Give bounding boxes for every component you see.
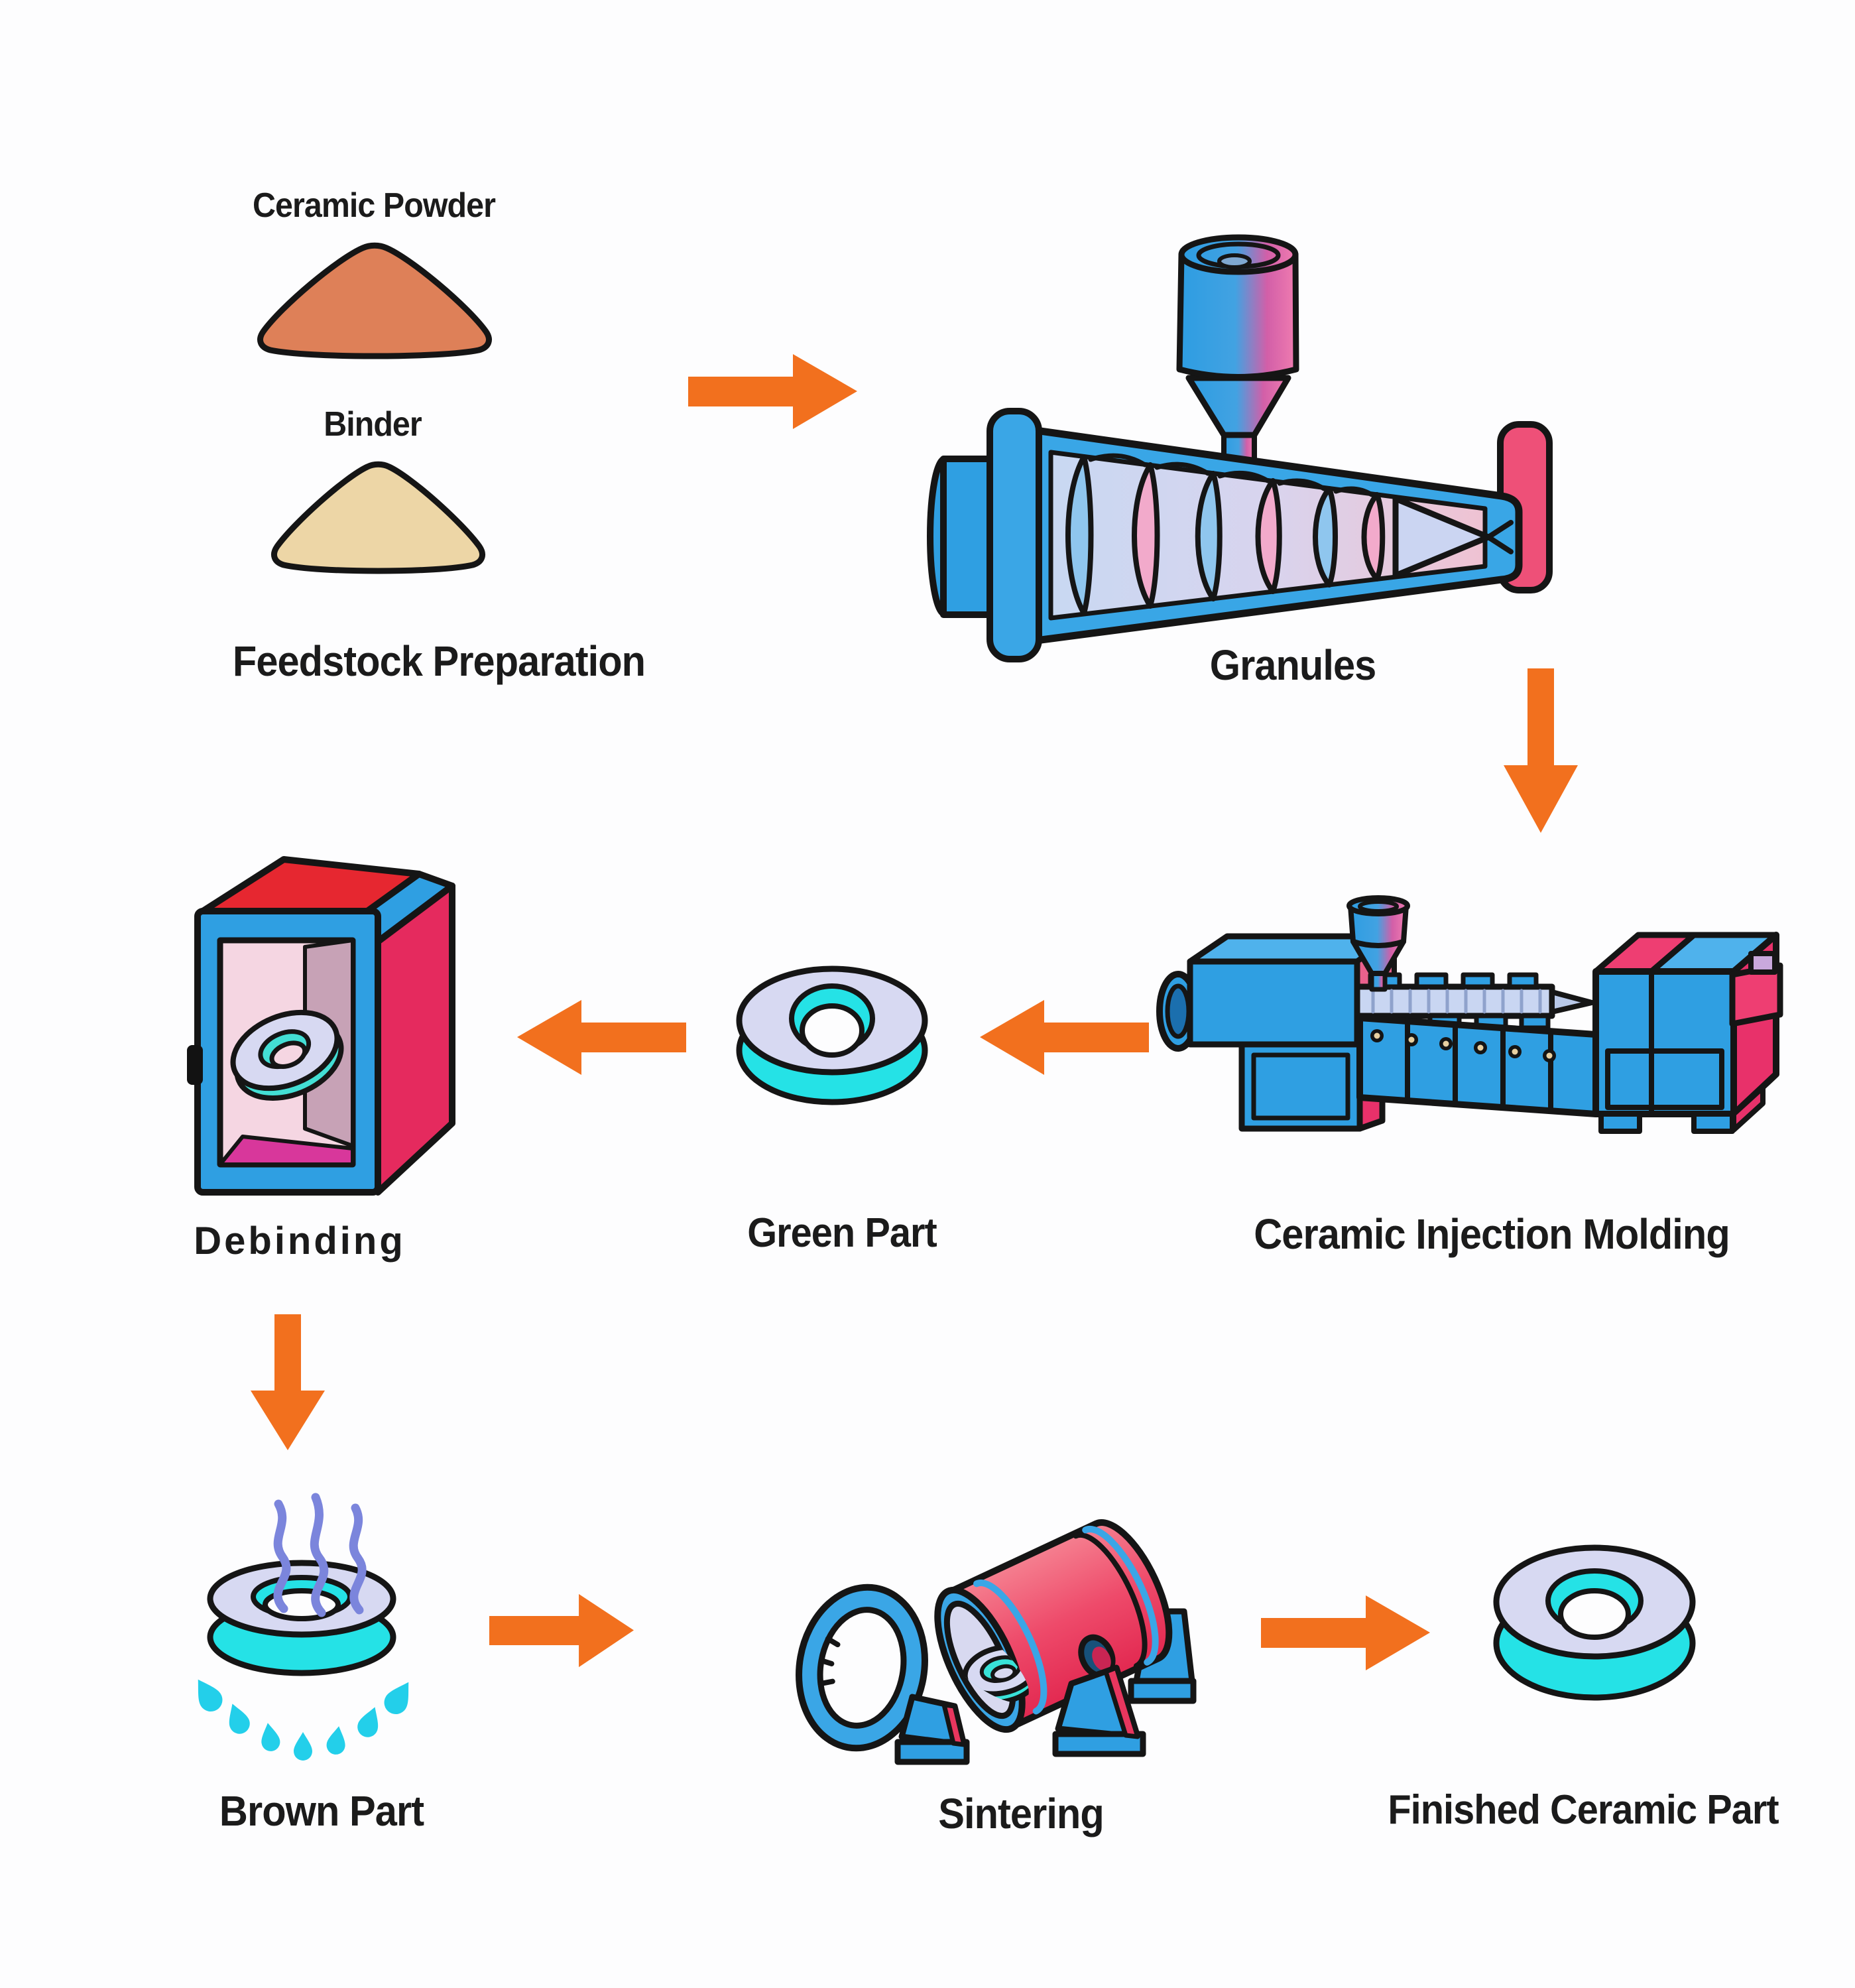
label-finished-ceramic-part: Finished Ceramic Part: [1388, 1787, 1779, 1833]
powder-pile-icon: [249, 237, 501, 360]
sintering-kiln-icon: [761, 1487, 1197, 1769]
machine-base: [1356, 1015, 1599, 1117]
molding-hopper: [1346, 895, 1410, 992]
binder-pile-icon: [264, 455, 493, 578]
clamping-unit: [1592, 932, 1783, 1134]
arrow-granules-to-molding-icon: [1504, 668, 1578, 833]
label-feedstock-preparation: Feedstock Preparation: [232, 637, 646, 685]
kiln-front-legs: [894, 1664, 1146, 1765]
arrow-feedstock-to-granules-icon: [688, 350, 857, 433]
extruder-machine-icon: [927, 233, 1555, 662]
arrow-debinding-to-brown-part-icon: [251, 1314, 325, 1450]
steam-icon: [273, 1493, 367, 1617]
label-ceramic-powder: Ceramic Powder: [253, 186, 496, 225]
arrow-molding-to-green-part-icon: [980, 996, 1149, 1079]
kiln-body: [934, 1519, 1173, 1733]
ring-in-oven-icon: [230, 1009, 344, 1101]
label-debinding: Debinding: [194, 1219, 406, 1263]
kiln-lid-icon: [796, 1584, 928, 1752]
extruder-screw: [1065, 453, 1386, 616]
brown-part-ring-icon: [207, 1560, 396, 1676]
label-sintering: Sintering: [938, 1790, 1104, 1837]
finished-ceramic-part-ring-icon: [1488, 1544, 1701, 1709]
brown-part-group-icon: [186, 1447, 464, 1778]
label-binder: Binder: [324, 405, 422, 444]
oven-side: [375, 883, 455, 1196]
green-part-ring-icon: [734, 963, 933, 1122]
arrow-sintering-to-finished-icon: [1261, 1591, 1430, 1674]
arrow-brown-part-to-sintering-icon: [489, 1590, 634, 1671]
label-brown-part: Brown Part: [219, 1787, 424, 1835]
label-green-part: Green Part: [747, 1210, 937, 1256]
debinding-oven-icon: [187, 846, 465, 1208]
arrow-green-part-to-debinding-icon: [517, 996, 686, 1079]
injection-molding-machine-icon: [1156, 895, 1783, 1150]
label-ceramic-injection-molding: Ceramic Injection Molding: [1254, 1210, 1730, 1258]
droplets-icon: [198, 1679, 409, 1761]
oven-handle: [187, 1045, 203, 1085]
label-granules: Granules: [1209, 641, 1377, 689]
extruder-drive-end: [927, 408, 1042, 662]
extruder-screw-tip: [1392, 495, 1492, 579]
extruder-hopper: [1176, 234, 1299, 473]
base-rivets: [1370, 1029, 1556, 1062]
